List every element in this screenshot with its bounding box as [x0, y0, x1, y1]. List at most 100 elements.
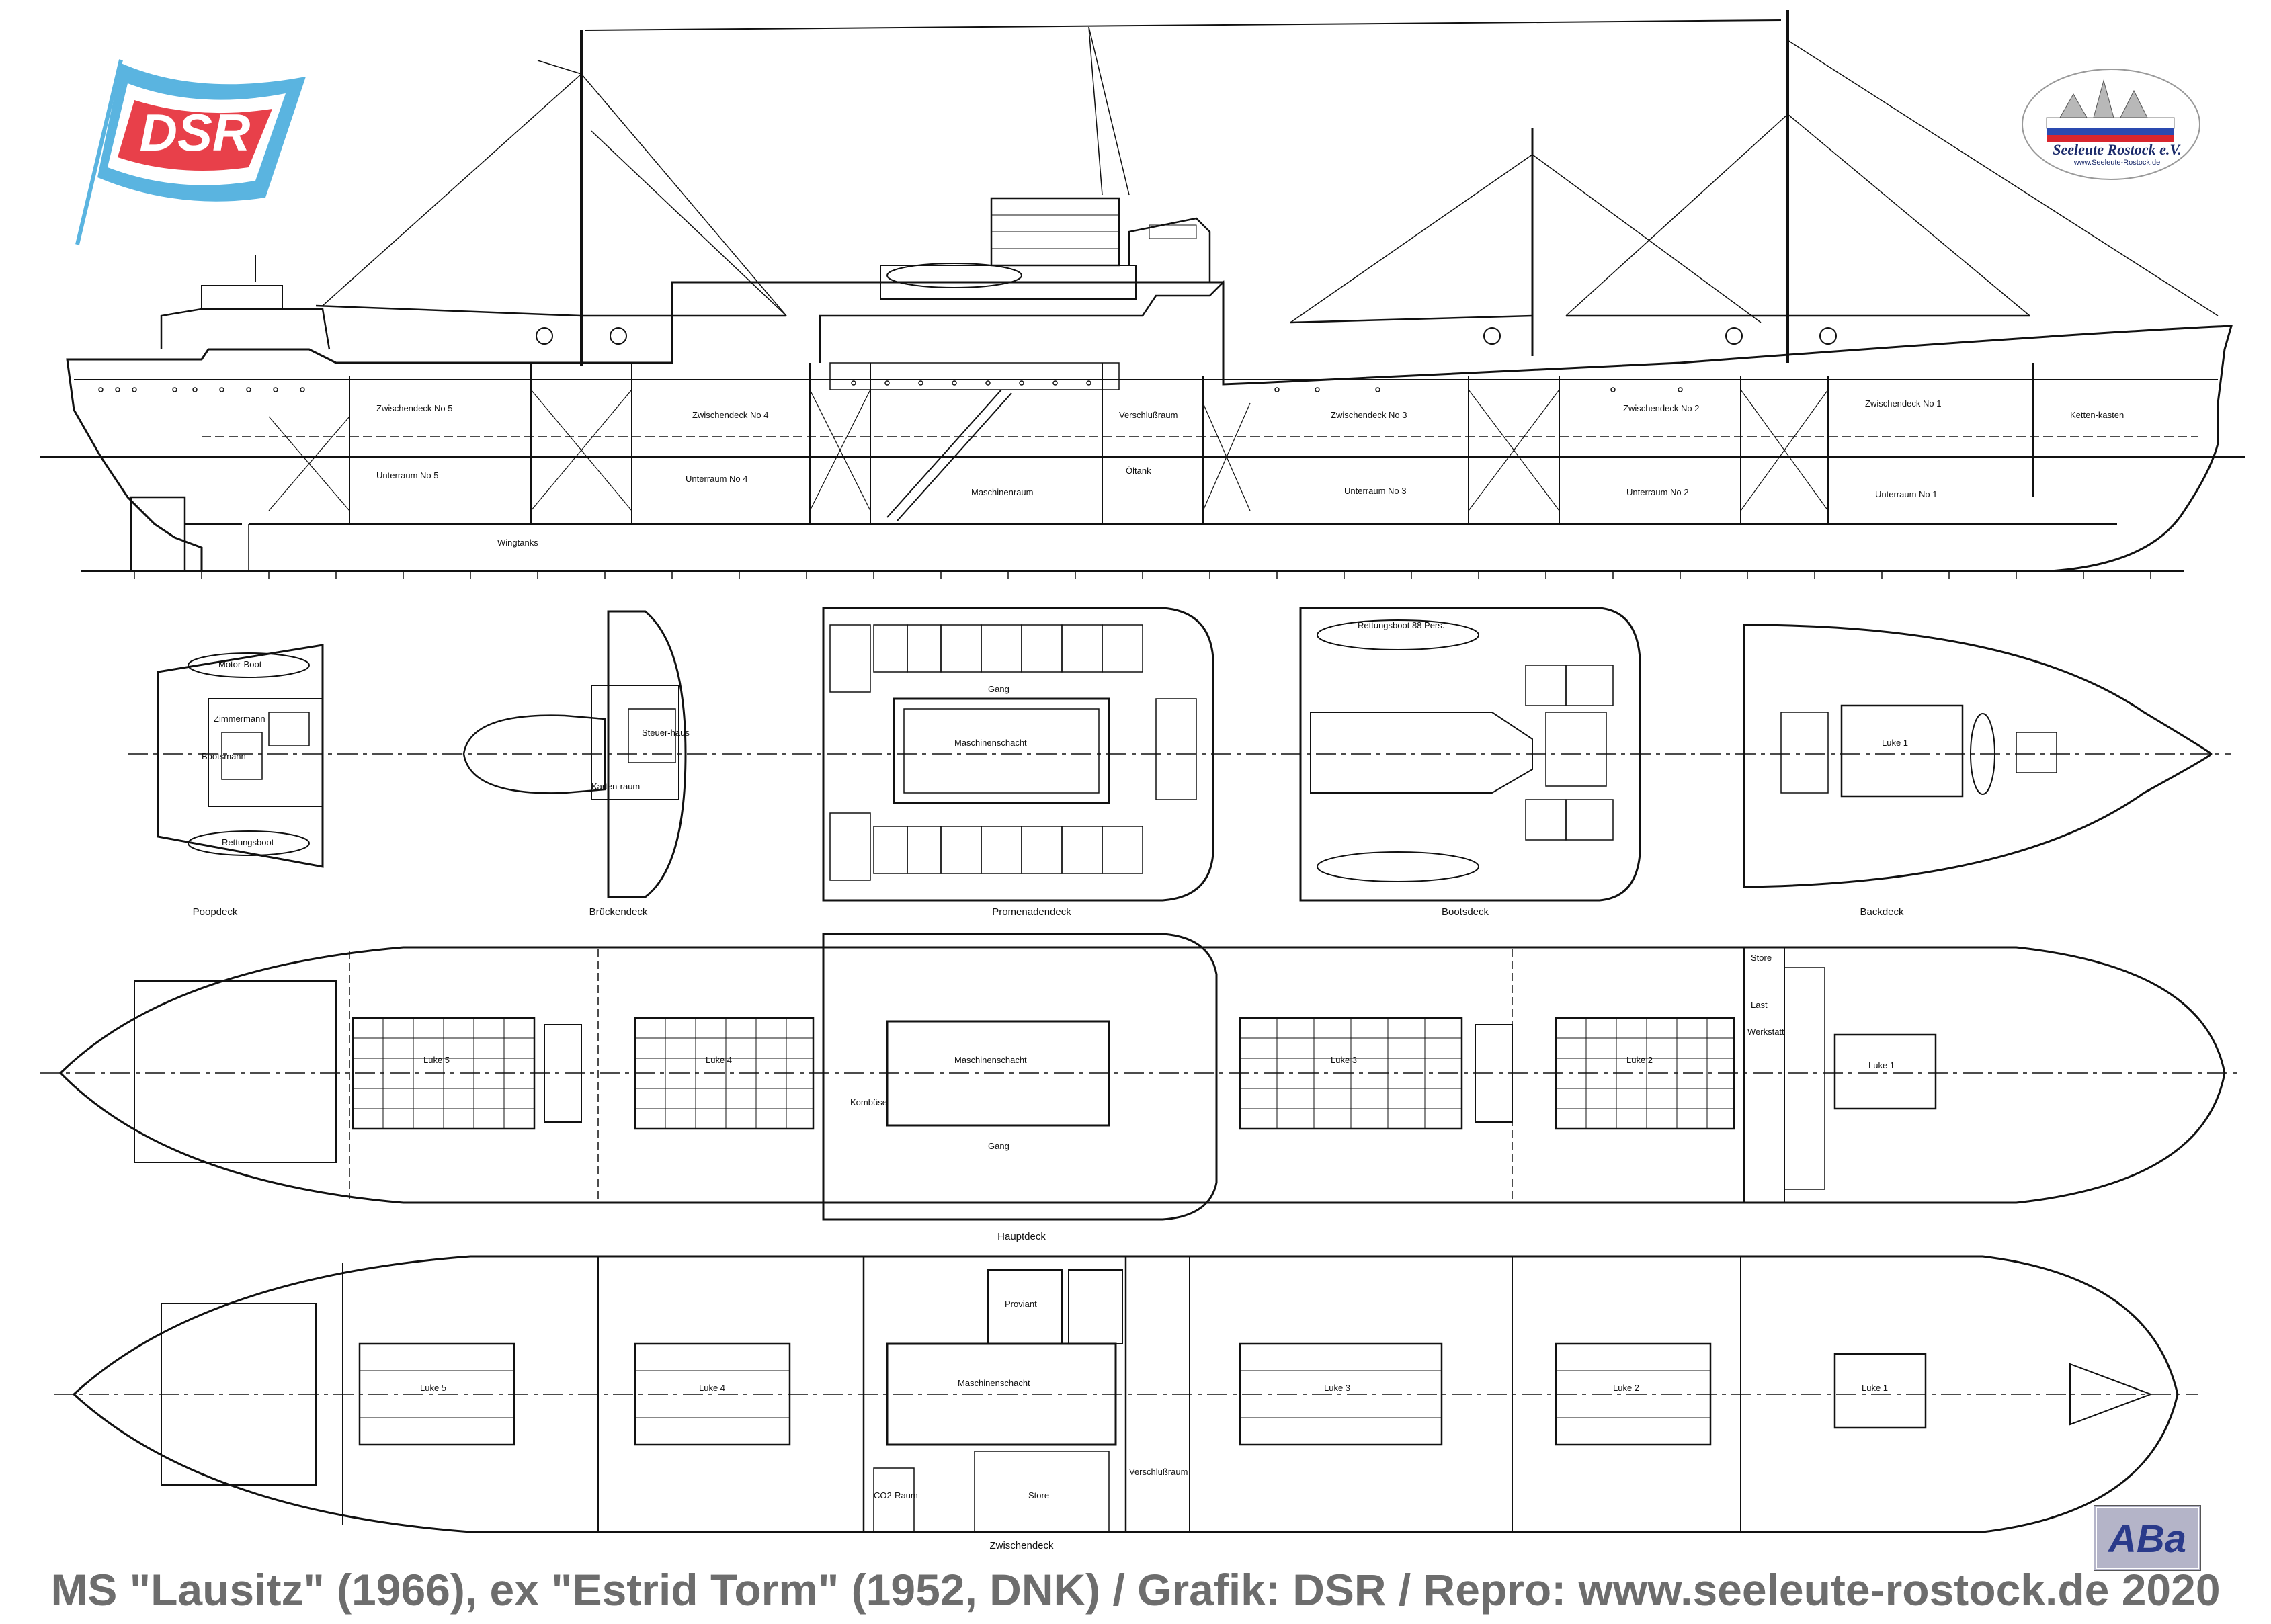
label-steuerhaus: Steuer-haus	[642, 728, 690, 738]
dsr-flag-text: DSR	[140, 103, 251, 162]
wheelhouse	[1128, 217, 1211, 282]
label-maschinenschacht-main: Maschinenschacht	[954, 1055, 1027, 1065]
profile-labels: Zwischendeck No 5 Zwischendeck No 4 Vers…	[376, 398, 2124, 548]
label-maschinenschacht-zw: Maschinenschacht	[958, 1378, 1030, 1388]
label-verschlussraum-zw: Verschlußraum	[1129, 1467, 1188, 1477]
winches	[536, 327, 1837, 345]
club-url: www.Seeleute-Rostock.de	[2073, 159, 2161, 167]
rigging	[322, 26, 2219, 323]
promenade-engine-casing	[893, 697, 1110, 804]
label-gang-prom: Gang	[988, 684, 1009, 694]
label-zwischendeck2: Zwischendeck No 2	[1623, 403, 1699, 413]
rudder	[130, 496, 186, 572]
label-werkstatt: Werkstatt	[1747, 1027, 1784, 1037]
label-store-zw: Store	[1028, 1490, 1049, 1500]
promenadendeck-plan	[822, 607, 1214, 902]
label-motorboot: Motor-Boot	[218, 659, 262, 669]
title-backdeck: Backdeck	[1860, 906, 1904, 918]
title-zwischendeck: Zwischendeck	[989, 1540, 1054, 1551]
label-luke5-main: Luke 5	[423, 1055, 450, 1065]
zw-luke4	[634, 1342, 791, 1446]
dsr-flag-logo: DSR	[75, 59, 306, 245]
label-zwischendeck5: Zwischendeck No 5	[376, 403, 452, 413]
label-unterraum5: Unterraum No 5	[376, 470, 438, 480]
label-luke1-main: Luke 1	[1868, 1060, 1895, 1070]
zwischendeck-labels: Luke 5 Luke 4 Luke 3 Luke 2 Luke 1 Masch…	[420, 1299, 1888, 1500]
label-oltank: Öltank	[1126, 466, 1151, 476]
frame-scale	[134, 571, 2151, 579]
label-last-main: Last	[1751, 1000, 1768, 1010]
label-unterraum2: Unterraum No 2	[1626, 487, 1688, 497]
bulkheads	[349, 363, 2034, 524]
label-unterraum1: Unterraum No 1	[1875, 489, 1937, 499]
deck-titles-upper: Poopdeck Brückendeck Promenadendeck Boot…	[193, 906, 1904, 918]
label-maschinenraum: Maschinenraum	[971, 487, 1034, 497]
label-zwischendeck4: Zwischendeck No 4	[692, 410, 768, 420]
label-luke4-zw: Luke 4	[699, 1383, 725, 1393]
label-luke3-zw: Luke 3	[1324, 1383, 1350, 1393]
hauptdeck-plan	[40, 933, 2238, 1221]
brueckendeck-plan	[462, 610, 687, 898]
label-gang-main: Gang	[988, 1141, 1009, 1151]
label-bootsmann: Bootsmann	[202, 751, 246, 761]
hauptdeck-labels: Luke 5 Luke 4 Luke 3 Luke 2 Luke 1 Masch…	[423, 953, 1895, 1151]
hauptdeck-luke1	[1833, 1033, 1937, 1110]
label-luke4-main: Luke 4	[706, 1055, 732, 1065]
funnel	[990, 197, 1120, 267]
zwischendeck-plan	[54, 1255, 2198, 1533]
zwischendeck-hatches	[358, 1342, 1927, 1446]
aba-logo-text: ABa	[2107, 1517, 2186, 1561]
aba-logo: ABa	[2094, 1505, 2201, 1571]
label-luke1-zw: Luke 1	[1862, 1383, 1888, 1393]
label-zwischendeck3: Zwischendeck No 3	[1331, 410, 1407, 420]
title-hauptdeck: Hauptdeck	[997, 1231, 1046, 1242]
club-name: Seeleute Rostock e.V.	[2053, 141, 2182, 158]
upper-plan-labels: Motor-Boot Rettungsboot Zimmermann Boots…	[202, 620, 1908, 847]
poopdeck-plan	[157, 644, 324, 868]
backdeck-plan	[1743, 624, 2213, 888]
label-unterraum4: Unterraum No 4	[686, 474, 747, 484]
label-luke2-zw: Luke 2	[1613, 1383, 1639, 1393]
hauptdeck-luke2	[1555, 1017, 1735, 1130]
seeleute-rostock-logo	[2022, 69, 2200, 180]
title-promenadendeck: Promenadendeck	[992, 906, 1071, 918]
label-kettenkasten: Ketten-kasten	[2070, 410, 2124, 420]
hauptdeck-luke4	[634, 1017, 815, 1130]
label-kartenraum: Karten-raum	[591, 781, 640, 792]
label-rettungsboot-poop: Rettungsboot	[222, 837, 274, 847]
label-kombuese: Kombüse	[850, 1097, 887, 1107]
zw-luke1	[1833, 1353, 1927, 1429]
label-rettungsboot: Rettungsboot 88 Pers.	[1358, 620, 1444, 630]
zw-hatch-grids	[360, 1370, 1710, 1418]
label-proviant: Proviant	[1005, 1299, 1037, 1309]
label-co2raum: CO2-Raum	[874, 1490, 918, 1500]
label-luke1-back: Luke 1	[1882, 738, 1908, 748]
title-brueckendeck: Brückendeck	[589, 906, 648, 918]
title-bootsdeck: Bootsdeck	[1442, 906, 1489, 918]
side-profile	[40, 10, 2245, 579]
portholes	[98, 380, 1683, 392]
label-zimmermann: Zimmermann	[214, 714, 265, 724]
upper-plans	[128, 607, 2231, 902]
midship-superstructure	[819, 280, 1225, 383]
bootsdeck-plan	[1299, 607, 1641, 902]
zw-luke2	[1555, 1342, 1712, 1446]
label-store-main: Store	[1751, 953, 1772, 963]
label-zwischendeck1: Zwischendeck No 1	[1865, 398, 1941, 409]
hatch-braces	[268, 389, 1829, 511]
label-verschlussraum: Verschlußraum	[1119, 410, 1178, 420]
zw-luke3	[1239, 1342, 1443, 1446]
title-poopdeck: Poopdeck	[193, 906, 238, 918]
label-wingtanks: Wingtanks	[497, 538, 538, 548]
label-luke3-main: Luke 3	[1331, 1055, 1357, 1065]
hull-outline	[66, 281, 2233, 572]
label-luke2-main: Luke 2	[1626, 1055, 1653, 1065]
label-luke5-zw: Luke 5	[420, 1383, 446, 1393]
zw-luke5	[358, 1342, 515, 1446]
label-maschinenschacht-prom: Maschinenschacht	[954, 738, 1027, 748]
label-unterraum3: Unterraum No 3	[1344, 486, 1406, 496]
backdeck-hatch	[1840, 704, 1964, 798]
caption-text: MS "Lausitz" (1966), ex "Estrid Torm" (1…	[50, 1565, 2221, 1615]
hatch-grids	[353, 1018, 1734, 1129]
